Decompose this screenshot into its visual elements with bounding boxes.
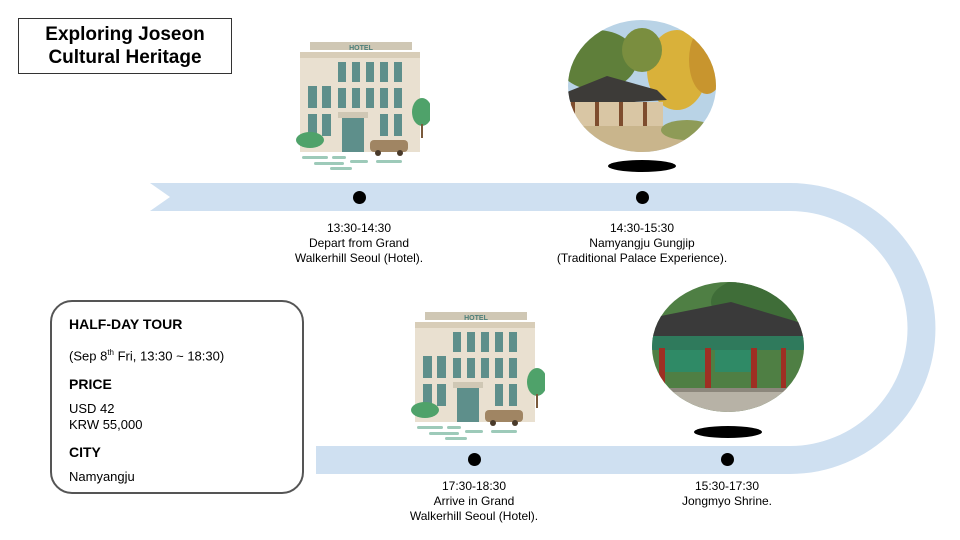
stop-4-line1: Arrive in Grand [433,494,515,508]
jongmyo-photo-shadow [694,426,762,438]
stop-dot-2 [636,191,649,204]
stop-dot-3 [721,453,734,466]
gungjip-photo-shadow [608,160,676,172]
stop-label-1: 13:30-14:30 Depart from Grand Walkerhill… [239,221,479,266]
stop-2-time: 14:30-15:30 [609,221,675,235]
stop-label-3: 15:30-17:30 Jongmyo Shrine. [607,479,847,509]
stop-1-time: 13:30-14:30 [326,221,392,235]
stop-2-line2: (Traditional Palace Experience). [556,251,728,265]
tour-date: (Sep 8th Fri, 13:30 ~ 18:30) [69,348,225,364]
price-heading: PRICE [69,376,112,393]
stop-3-line1: Jongmyo Shrine. [681,494,773,508]
stop-3-time: 15:30-17:30 [694,479,760,493]
price-usd: USD 42 [69,401,115,417]
title-box: Exploring Joseon Cultural Heritage [18,18,232,74]
stop-label-2: 14:30-15:30 Namyangju Gungjip (Tradition… [522,221,762,266]
stop-1-line2: Walkerhill Seoul (Hotel). [294,251,424,265]
hotel-image-bottom: HOTEL [411,312,545,440]
stop-dot-4 [468,453,481,466]
city-value: Namyangju [69,469,135,485]
price-krw: KRW 55,000 [69,417,143,433]
city-heading: CITY [69,444,101,461]
stop-2-line1: Namyangju Gungjip [589,236,695,250]
hotel-sign-top: HOTEL [349,45,373,52]
stop-4-time: 17:30-18:30 [441,479,507,493]
gungjip-photo [568,20,716,152]
hotel-image-top: HOTEL [296,42,430,170]
hotel-sign-bottom: HOTEL [464,315,488,322]
stop-4-line2: Walkerhill Seoul (Hotel). [409,509,539,523]
title-line2: Cultural Heritage [48,47,202,68]
jongmyo-photo [652,282,804,412]
stop-label-4: 17:30-18:30 Arrive in Grand Walkerhill S… [354,479,594,524]
title-line1: Exploring Joseon [45,24,205,45]
stop-1-line1: Depart from Grand [308,236,410,250]
tour-type-heading: HALF-DAY TOUR [69,316,183,332]
tour-info-box: HALF-DAY TOUR (Sep 8th Fri, 13:30 ~ 18:3… [50,300,304,494]
stop-dot-1 [353,191,366,204]
